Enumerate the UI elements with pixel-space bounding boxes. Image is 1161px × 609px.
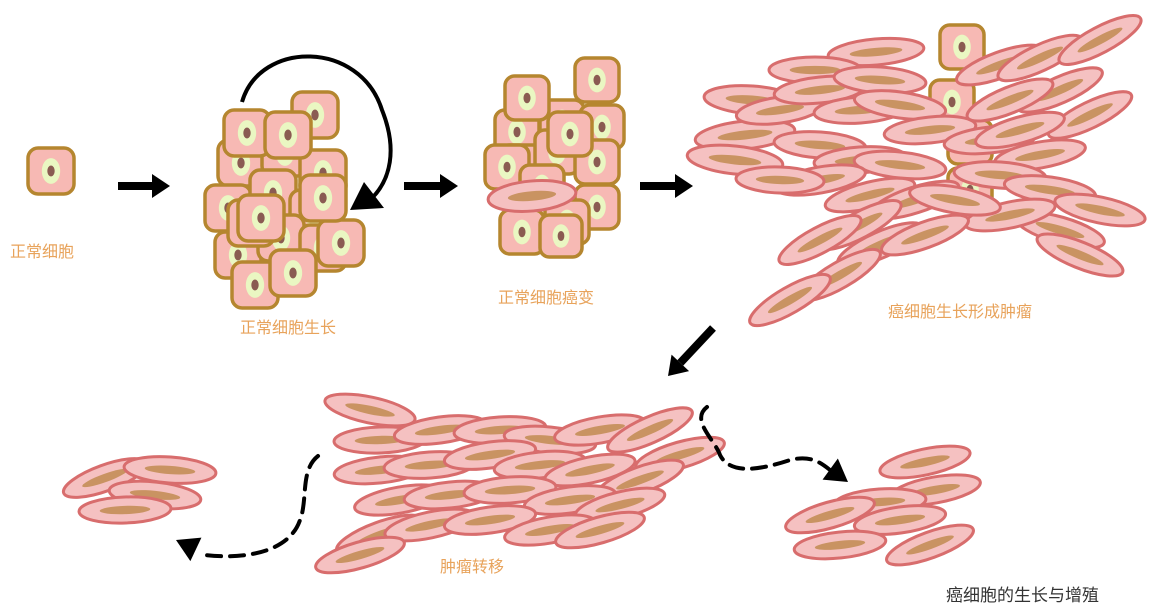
square-cell bbox=[575, 58, 619, 102]
square-cell bbox=[505, 76, 549, 120]
normal-cell-group bbox=[28, 148, 74, 194]
label-metastasis: 肿瘤转移 bbox=[440, 553, 504, 577]
square-cell bbox=[548, 112, 592, 156]
square-cell bbox=[540, 215, 582, 257]
solid-arrow bbox=[404, 174, 458, 198]
square-cell bbox=[265, 112, 311, 158]
metastasis-main-cluster bbox=[312, 388, 728, 580]
cancerous-change-cluster bbox=[485, 58, 624, 257]
solid-arrow bbox=[668, 328, 713, 376]
label-normal-growth: 正常细胞生长 bbox=[240, 314, 336, 338]
square-cell bbox=[224, 110, 270, 156]
label-tumor-formation: 癌细胞生长形成肿瘤 bbox=[888, 298, 1032, 322]
square-cell bbox=[28, 148, 74, 194]
cancer-cell bbox=[744, 266, 837, 335]
tumor-cluster bbox=[686, 7, 1148, 334]
normal-growth-cluster bbox=[205, 92, 364, 308]
square-cell bbox=[318, 220, 364, 266]
square-cell bbox=[300, 175, 346, 221]
solid-arrow bbox=[640, 174, 693, 198]
metastasis-left-cluster bbox=[59, 451, 217, 525]
square-cell bbox=[270, 250, 316, 296]
solid-arrow bbox=[118, 174, 170, 198]
cancer-cell bbox=[79, 495, 172, 524]
figure-caption: 癌细胞的生长与增殖 bbox=[946, 581, 1099, 606]
label-cancerous-change: 正常细胞癌变 bbox=[498, 284, 594, 308]
square-cell bbox=[238, 195, 284, 241]
label-normal-cell: 正常细胞 bbox=[10, 238, 74, 262]
square-cell bbox=[500, 210, 544, 254]
